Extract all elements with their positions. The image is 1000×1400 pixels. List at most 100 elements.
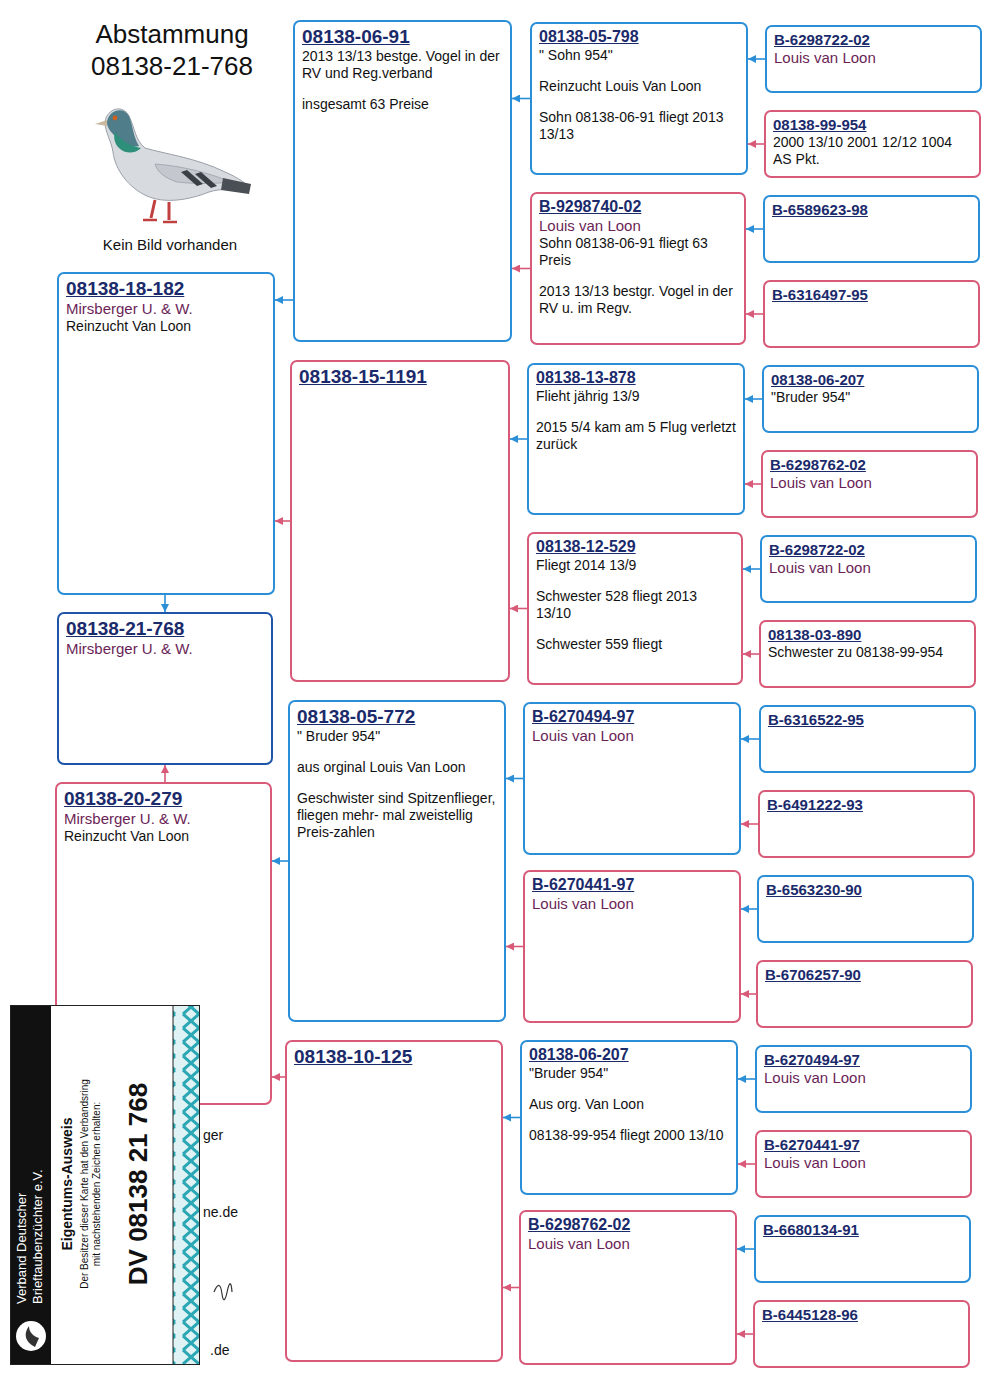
page-fragment: ne.de <box>203 1204 238 1220</box>
pedigree-box: 08138-15-1191 <box>290 360 510 682</box>
parent-arrow <box>741 823 758 825</box>
ring-number: B-6589623-98 <box>772 200 971 219</box>
ring-number: B-6491222-93 <box>767 795 966 814</box>
parent-arrow <box>503 1287 519 1289</box>
parent-arrow <box>741 993 756 995</box>
parent-arrow <box>741 908 757 910</box>
parent-arrow <box>275 520 290 522</box>
parent-arrow <box>164 595 166 612</box>
parent-arrow <box>738 1163 755 1165</box>
pedigree-box: B-6316497-95 <box>763 280 980 348</box>
pedigree-note: Mirsberger U. & W. <box>64 810 263 828</box>
pedigree-note: Reinzucht Louis Van Loon <box>539 78 739 95</box>
pedigree-box: B-6298722-02Louis van Loon <box>765 25 982 93</box>
pedigree-box: 08138-05-772" Bruder 954" aus orginal Lou… <box>288 700 506 1022</box>
parent-arrow <box>737 1333 753 1335</box>
pedigree-box: 08138-21-768Mirsberger U. & W. <box>57 612 273 765</box>
parent-arrow <box>272 860 288 862</box>
ring-number: 08138-99-954 <box>773 115 972 134</box>
label-text: Eigentums-Ausweis <box>59 1117 75 1250</box>
ring-number: 08138-10-125 <box>294 1045 494 1068</box>
pigeon-illustration <box>85 92 255 234</box>
label-text: Der Besitzer dieser Karte hat den Verban… <box>79 1079 102 1289</box>
parent-arrow <box>743 568 760 570</box>
pedigree-note: 2013 13/13 bestge. Vogel in der RV und R… <box>302 48 503 82</box>
parent-arrow <box>738 1078 755 1080</box>
pedigree-box: 08138-10-125 <box>285 1040 503 1362</box>
pedigree-note: Mirsberger U. & W. <box>66 300 266 318</box>
ring-number: DV 08138 21 768 <box>123 1005 154 1364</box>
ring-number: B-6563230-90 <box>766 880 965 899</box>
pedigree-note: Louis van Loon <box>532 727 732 745</box>
ring-number: 08138-05-772 <box>297 705 497 728</box>
pedigree-note: Schwester 528 fliegt 2013 13/10 <box>536 588 734 622</box>
pedigree-note: Fliegt 2014 13/9 <box>536 557 734 574</box>
ring-number: 08138-06-207 <box>771 370 970 389</box>
pedigree-box: 08138-06-912013 13/13 bestge. Vogel in d… <box>293 20 512 342</box>
pedigree-note: Louis van Loon <box>769 559 968 577</box>
ring-number: B-6270494-97 <box>532 707 732 727</box>
pedigree-box: 08138-13-878Flieht jährig 13/92015 5/4 k… <box>527 363 745 515</box>
parent-arrow <box>503 1117 520 1119</box>
pedigree-note: " Sohn 954" <box>539 47 739 64</box>
pedigree-box: B-6589623-98 <box>763 195 980 263</box>
label-text: ne.de <box>203 1204 238 1220</box>
pedigree-note: 2000 13/10 2001 12/12 1004 AS Pkt. <box>773 134 972 168</box>
ring-number: B-6298722-02 <box>769 540 968 559</box>
ring-number: B-9298740-02 <box>539 197 737 217</box>
pedigree-note: Schwester 559 fliegt <box>536 636 734 653</box>
parent-arrow <box>512 98 530 100</box>
parent-arrow <box>506 778 523 780</box>
signature-scribble <box>214 1284 232 1300</box>
parent-arrow <box>743 653 759 655</box>
ring-number: 08138-12-529 <box>536 537 734 557</box>
pedigree-note: Louis van Loon <box>539 217 737 235</box>
pedigree-note: Geschwister sind Spitzenflieger, fliegen… <box>297 790 497 841</box>
label-text: .de <box>210 1342 229 1358</box>
pedigree-box: 08138-06-207"Bruder 954"Aus org. Van Loo… <box>520 1040 738 1195</box>
ring-number: 08138-21-768 <box>66 617 264 640</box>
pedigree-note: Louis van Loon <box>764 1154 963 1172</box>
pedigree-note: Louis van Loon <box>528 1235 728 1253</box>
ring-number: B-6445128-96 <box>762 1305 961 1324</box>
pedigree-note: 2013 13/13 bestgr. Vogel in der RV u. im… <box>539 283 737 317</box>
ring-number: 08138-06-91 <box>302 25 503 48</box>
ring-number: B-6706257-90 <box>765 965 964 984</box>
pedigree-note: "Bruder 954" <box>771 389 970 406</box>
card-heading: Eigentums-Ausweis <box>59 1005 75 1364</box>
pedigree-box: B-6270441-97Louis van Loon <box>755 1130 972 1198</box>
pedigree-box: 08138-05-798" Sohn 954"Reinzucht Louis V… <box>530 22 748 175</box>
pedigree-note: "Bruder 954" <box>529 1065 729 1082</box>
pedigree-note: Sohn 08138-06-91 fliegt 63 Preis <box>539 235 737 269</box>
label-text: ger <box>203 1127 223 1143</box>
parent-arrow <box>506 946 523 948</box>
image-note: Kein Bild vorhanden <box>70 236 270 253</box>
pedigree-title: Abstammung 08138-21-768 <box>72 18 272 82</box>
pedigree-box: B-6298762-02Louis van Loon <box>761 450 978 518</box>
pedigree-box: B-6316522-95 <box>759 705 976 773</box>
pedigree-box: B-6445128-96 <box>753 1300 970 1368</box>
ring-number: B-6316522-95 <box>768 710 967 729</box>
pedigree-note: Flieht jährig 13/9 <box>536 388 736 405</box>
pedigree-note: Aus org. Van Loon <box>529 1096 729 1113</box>
pedigree-box: 08138-03-890Schwester zu 08138-99-954 <box>759 620 976 688</box>
pedigree-box: 08138-12-529Fliegt 2014 13/9Schwester 52… <box>527 532 743 685</box>
parent-arrow <box>746 313 763 315</box>
parent-arrow <box>745 483 761 485</box>
pedigree-box: B-6270494-97Louis van Loon <box>755 1045 972 1113</box>
parent-arrow <box>512 268 530 270</box>
ring-number: B-6298762-02 <box>528 1215 728 1235</box>
ring-number: 08138-18-182 <box>66 277 266 300</box>
pedigree-note: " Bruder 954" <box>297 728 497 745</box>
label-text: Kein Bild vorhanden <box>103 236 237 253</box>
ring-number: 08138-03-890 <box>768 625 967 644</box>
ring-number: B-6298762-02 <box>770 455 969 474</box>
pedigree-note: Louis van Loon <box>774 49 973 67</box>
pedigree-note: Louis van Loon <box>532 895 732 913</box>
pedigree-note: aus orginal Louis Van Loon <box>297 759 497 776</box>
pedigree-box: B-6270494-97Louis van Loon <box>523 702 741 855</box>
ring-number: B-6680134-91 <box>763 1220 962 1239</box>
pedigree-note: Schwester zu 08138-99-954 <box>768 644 967 661</box>
pedigree-note: Louis van Loon <box>764 1069 963 1087</box>
ownership-card: Verband Deutscher Brieftaubenzüchter e.V… <box>10 1005 200 1365</box>
